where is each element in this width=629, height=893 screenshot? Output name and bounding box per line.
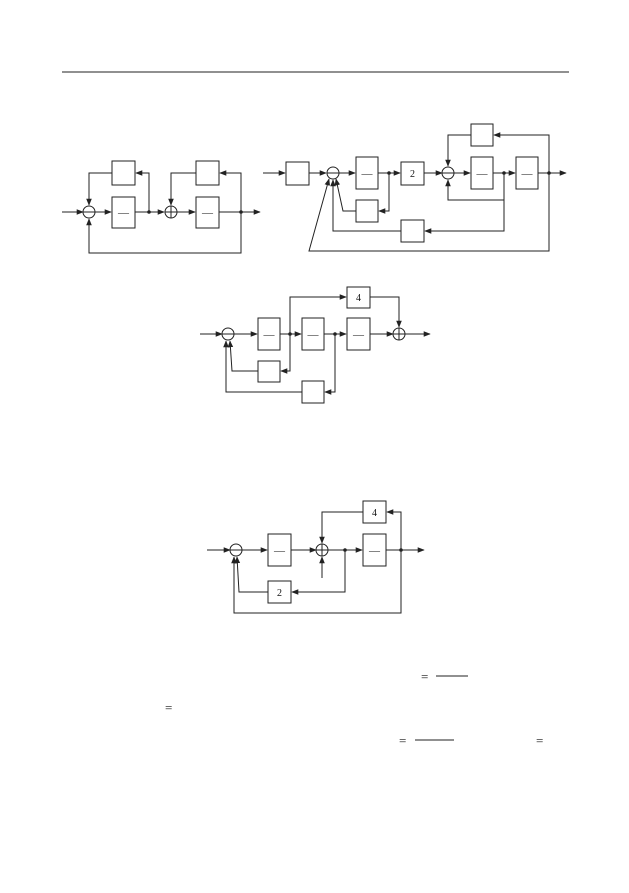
diagram-c-outer-feedback-block [301, 380, 325, 404]
diagram-b-input-block [285, 161, 310, 186]
diagram-c-gain-label-4: 4 [356, 293, 361, 304]
diagram-b: — 2 — — [263, 123, 567, 252]
diagram-d: — — 4 2 [207, 500, 425, 614]
equals-sign-3: = [399, 733, 406, 748]
diagram-d-gain-label-2: 2 [277, 588, 282, 599]
equation-fragments: = = = = [165, 669, 543, 748]
diagram-b-forward-block-1-label: — [361, 168, 374, 180]
diagram-b-inner-feedback-block [355, 199, 379, 223]
diagram-d-forward-block-2-label: — [368, 545, 381, 557]
equals-sign-2: = [165, 700, 172, 715]
diagram-a: — — [62, 160, 261, 254]
diagram-a-feedback-block-2 [195, 160, 220, 186]
diagram-b-forward-block-2-label: — [476, 168, 489, 180]
diagram-b-gain-label-2: 2 [410, 169, 415, 180]
diagram-d-forward-block-1-label: — [273, 545, 286, 557]
diagram-c-forward-block-2-label: — [307, 329, 320, 341]
equals-sign-1: = [421, 669, 428, 684]
diagram-c-forward-block-3-label: — [352, 329, 365, 341]
diagram-b-lower-feedback-block [400, 219, 425, 243]
diagram-c: — — — 4 [200, 286, 431, 404]
diagram-b-forward-block-3-label: — [521, 168, 534, 180]
diagram-d-gain-label-4: 4 [372, 508, 377, 519]
diagram-c-inner-feedback-block [257, 360, 281, 383]
diagram-a-feedback-block-1 [111, 160, 136, 186]
diagram-b-top-feedback-block [470, 123, 494, 147]
diagram-a-forward-block-2-label: — [201, 207, 214, 219]
equals-sign-4: = [536, 733, 543, 748]
diagram-a-forward-block-1-label: — [117, 207, 130, 219]
diagram-c-forward-block-1-label: — [263, 329, 276, 341]
